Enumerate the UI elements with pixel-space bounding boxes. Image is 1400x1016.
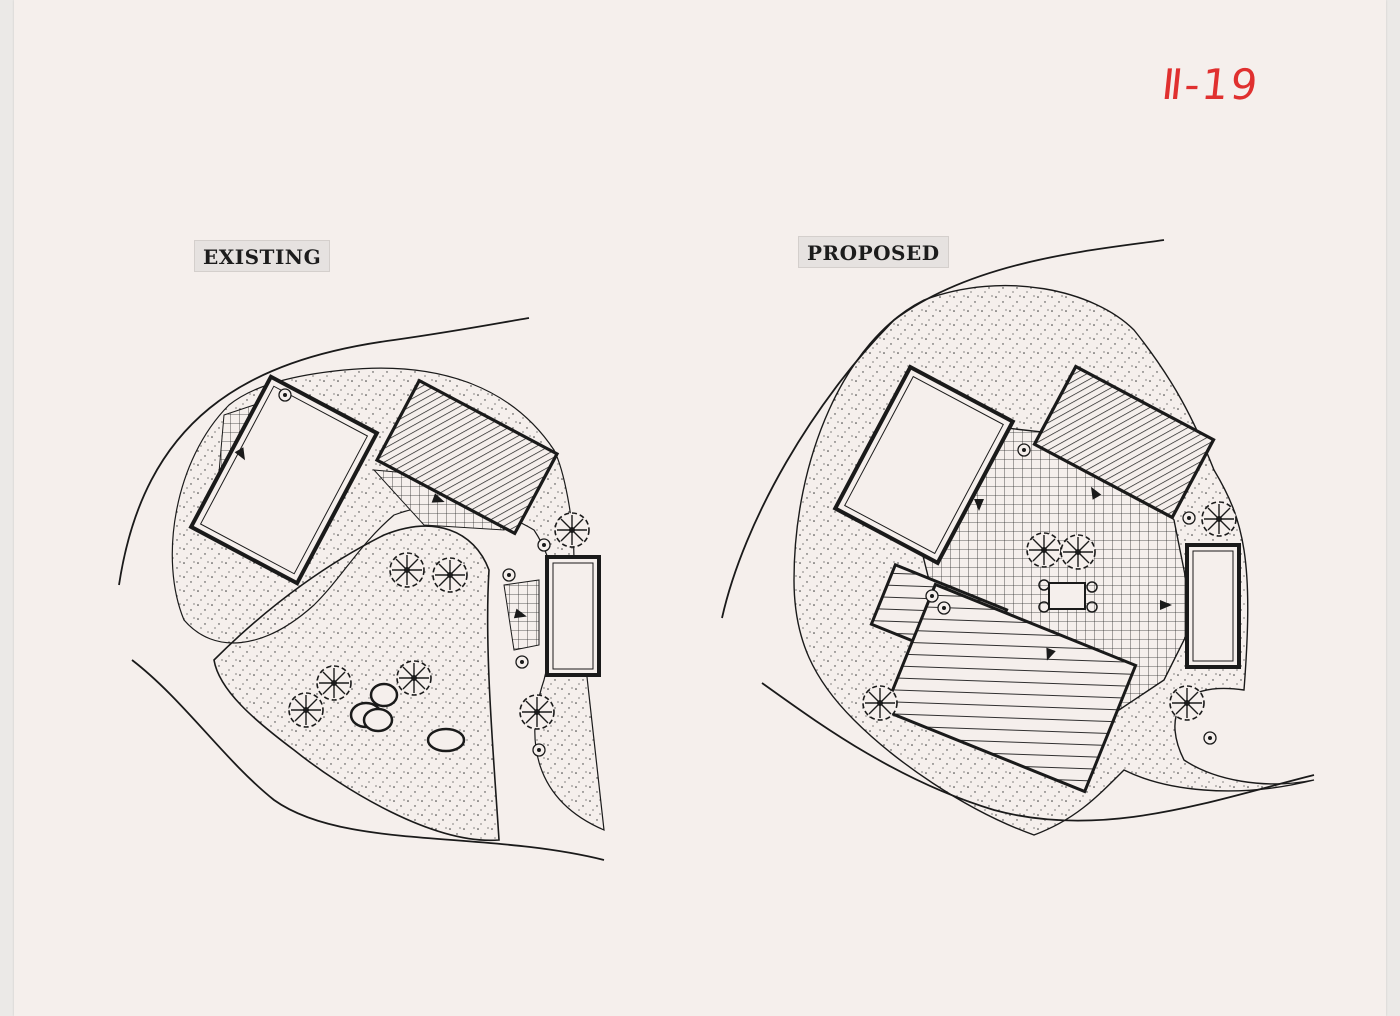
proposed-plan — [721, 239, 1315, 836]
proposed-tree — [1169, 685, 1205, 721]
existing-road-edge-upper — [118, 317, 530, 586]
existing-building-hatched — [374, 378, 560, 536]
existing-plan — [118, 317, 605, 861]
proposed-deck-large — [882, 582, 1138, 794]
existing-shrub — [278, 388, 292, 402]
existing-tree — [316, 665, 352, 701]
existing-shrub — [532, 743, 546, 757]
existing-tree — [288, 692, 324, 728]
proposed-building-hatched — [1032, 364, 1216, 520]
existing-rock — [362, 707, 394, 733]
proposed-shrub — [925, 589, 939, 603]
proposed-tree — [1201, 501, 1237, 537]
proposed-shrub — [1182, 511, 1196, 525]
proposed-tree — [1026, 532, 1062, 568]
proposed-shrub — [1017, 443, 1031, 457]
existing-building-right — [545, 555, 601, 677]
proposed-patio-table — [1038, 579, 1098, 613]
existing-tree — [519, 694, 555, 730]
existing-garden-bed — [213, 525, 500, 842]
proposed-tree — [1060, 534, 1096, 570]
existing-label: EXISTING — [194, 240, 331, 272]
existing-rock — [369, 682, 399, 708]
existing-rock — [426, 727, 466, 753]
proposed-building-left — [832, 364, 1016, 566]
existing-tree — [396, 660, 432, 696]
existing-road-edge-lower — [131, 659, 605, 861]
proposed-building-right — [1185, 543, 1241, 669]
existing-shrub — [537, 538, 551, 552]
drawing-sheet: Ⅱ-19 EXISTING PROPOSED — [14, 0, 1386, 1016]
proposed-shrub — [1203, 731, 1217, 745]
existing-building-left — [188, 374, 380, 586]
existing-shrub — [515, 655, 529, 669]
proposed-label: PROPOSED — [798, 236, 949, 268]
site-plans — [118, 239, 1315, 861]
existing-tree — [554, 512, 590, 548]
proposed-shrub — [937, 601, 951, 615]
existing-shrub — [502, 568, 516, 582]
existing-tree — [432, 557, 468, 593]
proposed-tree — [862, 685, 898, 721]
existing-tree — [389, 552, 425, 588]
